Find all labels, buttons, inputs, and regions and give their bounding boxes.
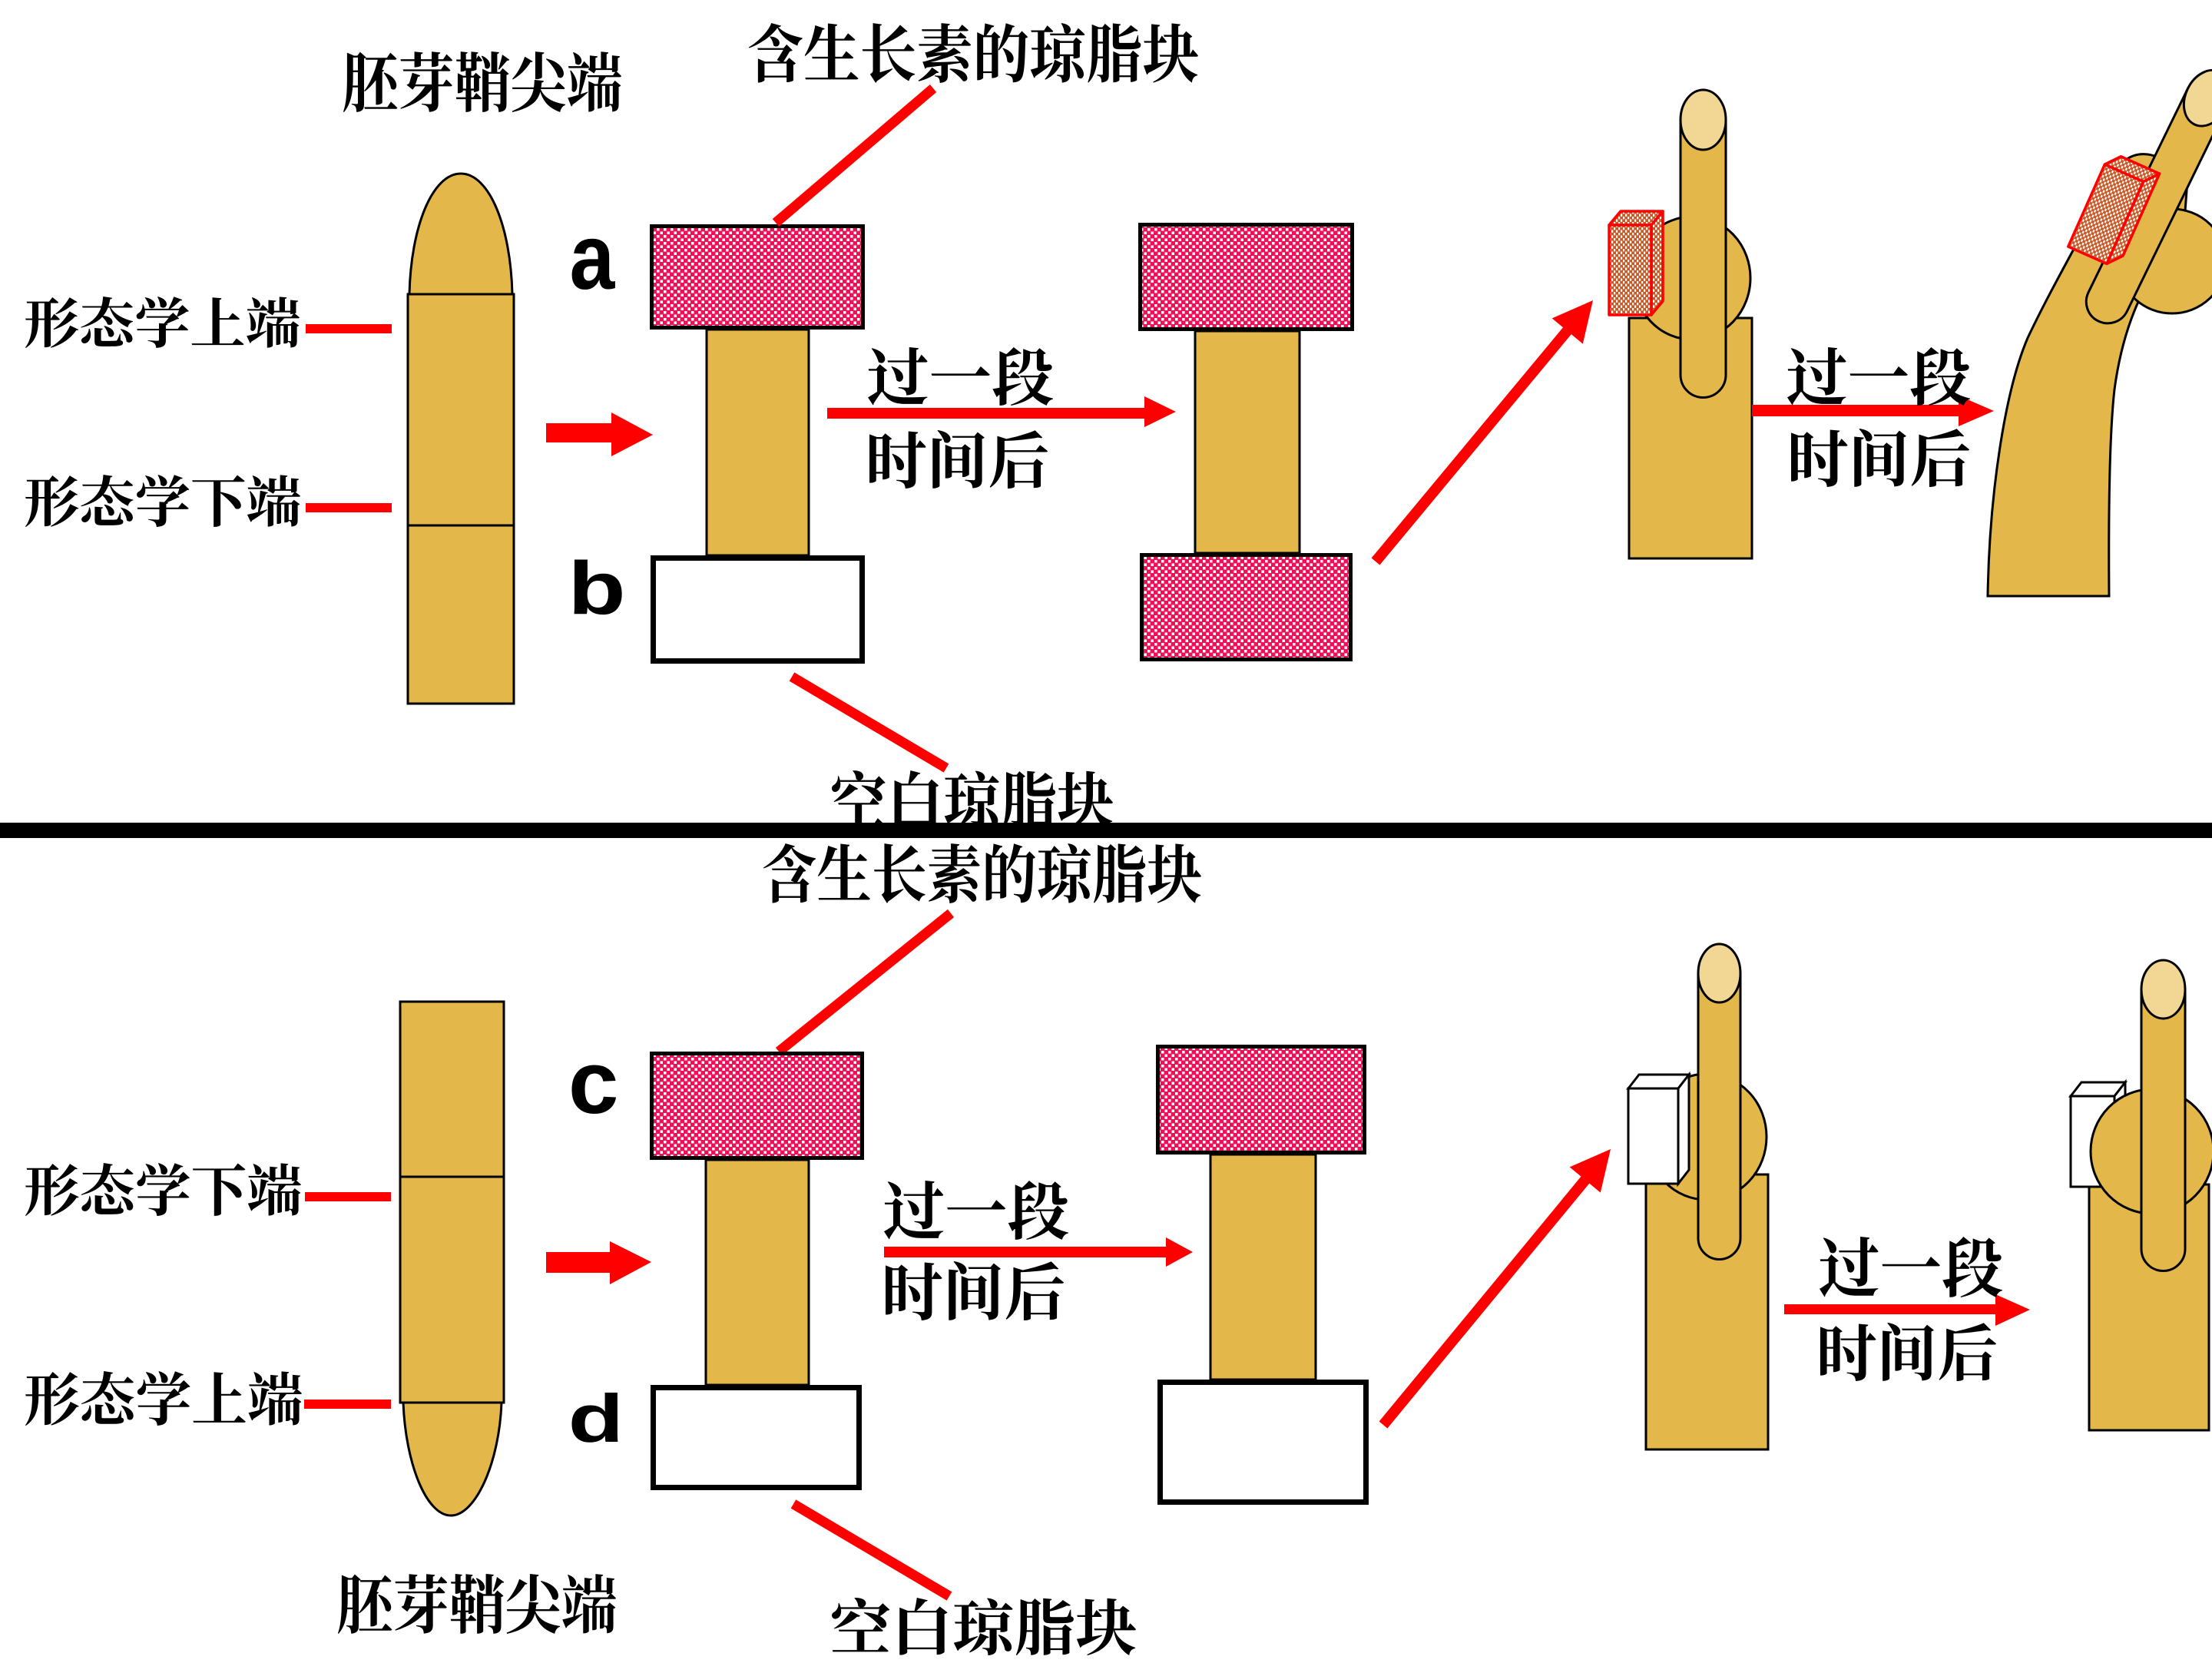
svg-text:d: d <box>568 1381 624 1457</box>
svg-text:c: c <box>568 1032 619 1132</box>
svg-text:b: b <box>568 547 625 630</box>
svg-text:a: a <box>570 205 616 309</box>
